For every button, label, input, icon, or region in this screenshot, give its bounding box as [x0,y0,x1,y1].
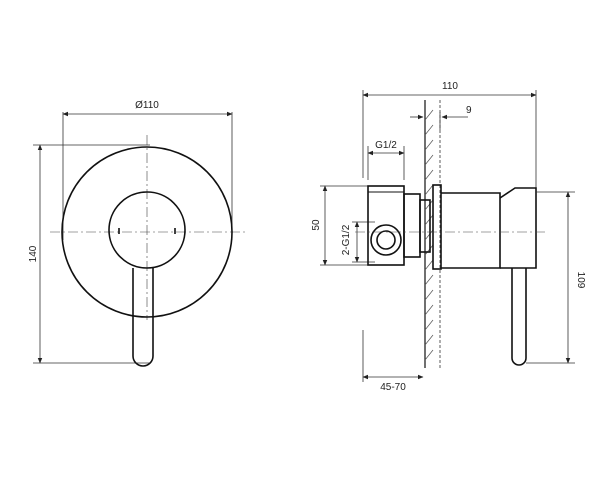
handle-body [441,192,501,269]
outlet-fitting-outer [370,224,402,256]
front-height-label: 140 [28,245,39,262]
valve-collar [419,199,431,253]
wall-offset-label: 9 [466,105,472,116]
inlet-thread-label: G1/2 [375,140,397,151]
inlet-spacing-label: 50 [311,219,322,231]
handle-base-circle [108,191,186,269]
front-diameter-label: Ø110 [135,100,159,111]
depth-range-label: 45-70 [380,382,406,393]
outlet-thread-label: 2-G1/2 [341,224,352,255]
cover-plate-side [432,184,442,270]
valve-neck [403,193,421,258]
side-width-label: 110 [442,81,458,92]
cover-plate-circle [61,146,233,318]
wall-hatch [424,109,434,361]
handle-head [499,187,537,269]
lever-side [511,268,527,366]
outlet-fitting-inner [376,230,396,250]
lever-handle [132,268,154,367]
side-view: 110 9 G1/2 50 2-G1/2 [311,81,586,393]
front-view: Ø110 140 [28,100,245,367]
total-height-label: 109 [575,272,586,289]
